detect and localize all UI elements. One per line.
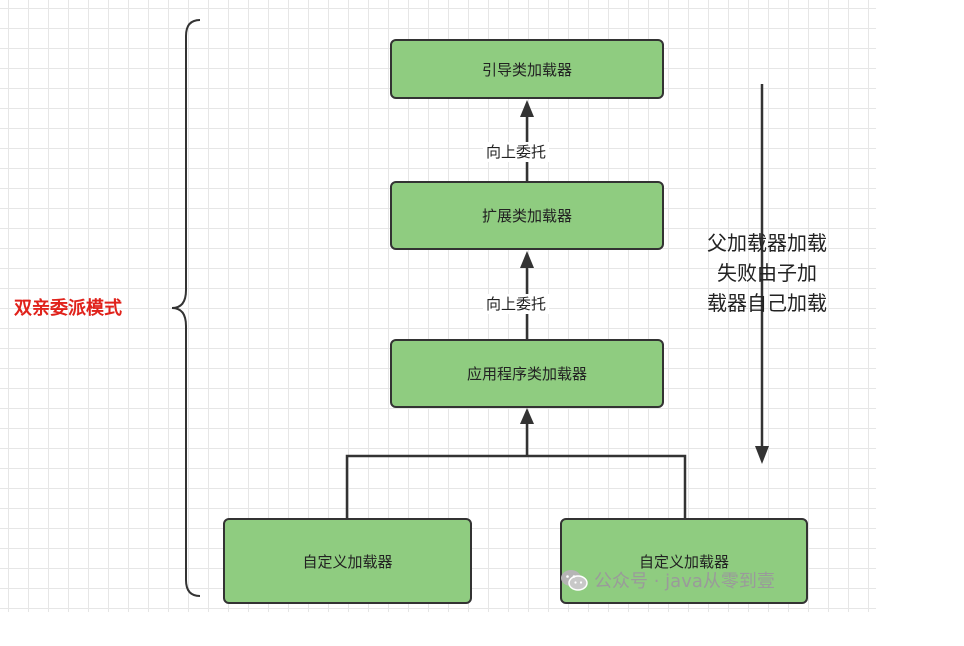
grouping-brace xyxy=(171,19,201,597)
diagram-canvas: 引导类加载器 向上委托 扩展类加载器 向上委托 应用程序类加载器 自定义加载器 … xyxy=(0,0,876,612)
application-loader-label: 应用程序类加载器 xyxy=(466,365,587,383)
custom-loader-label-left: 自定义加载器 xyxy=(302,552,393,571)
bootstrap-loader-label: 引导类加载器 xyxy=(481,60,572,79)
side-note-line-1: 父加载器加载 xyxy=(707,231,827,255)
pattern-title: 双亲委派模式 xyxy=(14,298,122,319)
wechat-icon xyxy=(561,570,588,591)
extension-loader-label: 扩展类加载器 xyxy=(481,207,572,225)
side-note-line-3: 载器自己加载 xyxy=(707,291,827,315)
extension-loader-node: 扩展类加载器 xyxy=(390,181,664,250)
arrowhead-bootstrap xyxy=(520,100,534,117)
watermark: 公众号 · java从零到壹 xyxy=(560,566,775,594)
arrowhead-extension xyxy=(520,251,534,268)
arrowhead-application xyxy=(520,408,534,424)
edge-label-ext-to-bootstrap: 向上委托 xyxy=(483,142,550,162)
connector-custom-right xyxy=(527,454,687,518)
custom-loader-node-right: 自定义加载器 xyxy=(560,518,808,604)
failure-arrowhead xyxy=(755,446,769,464)
custom-loader-node-left: 自定义加载器 xyxy=(223,518,472,604)
custom-loader-label-right: 自定义加载器 xyxy=(638,552,729,571)
connector-custom-left xyxy=(345,454,527,518)
side-note-line-2: 失败由子加 xyxy=(717,261,817,285)
edge-label-app-to-ext: 向上委托 xyxy=(483,294,550,314)
application-loader-node: 应用程序类加载器 xyxy=(390,339,664,408)
bootstrap-loader-node: 引导类加载器 xyxy=(390,39,664,99)
failure-side-note: 父加载器加载 失败由子加 载器自己加载 xyxy=(683,228,851,318)
watermark-text: 公众号 · java从零到壹 xyxy=(594,571,775,592)
